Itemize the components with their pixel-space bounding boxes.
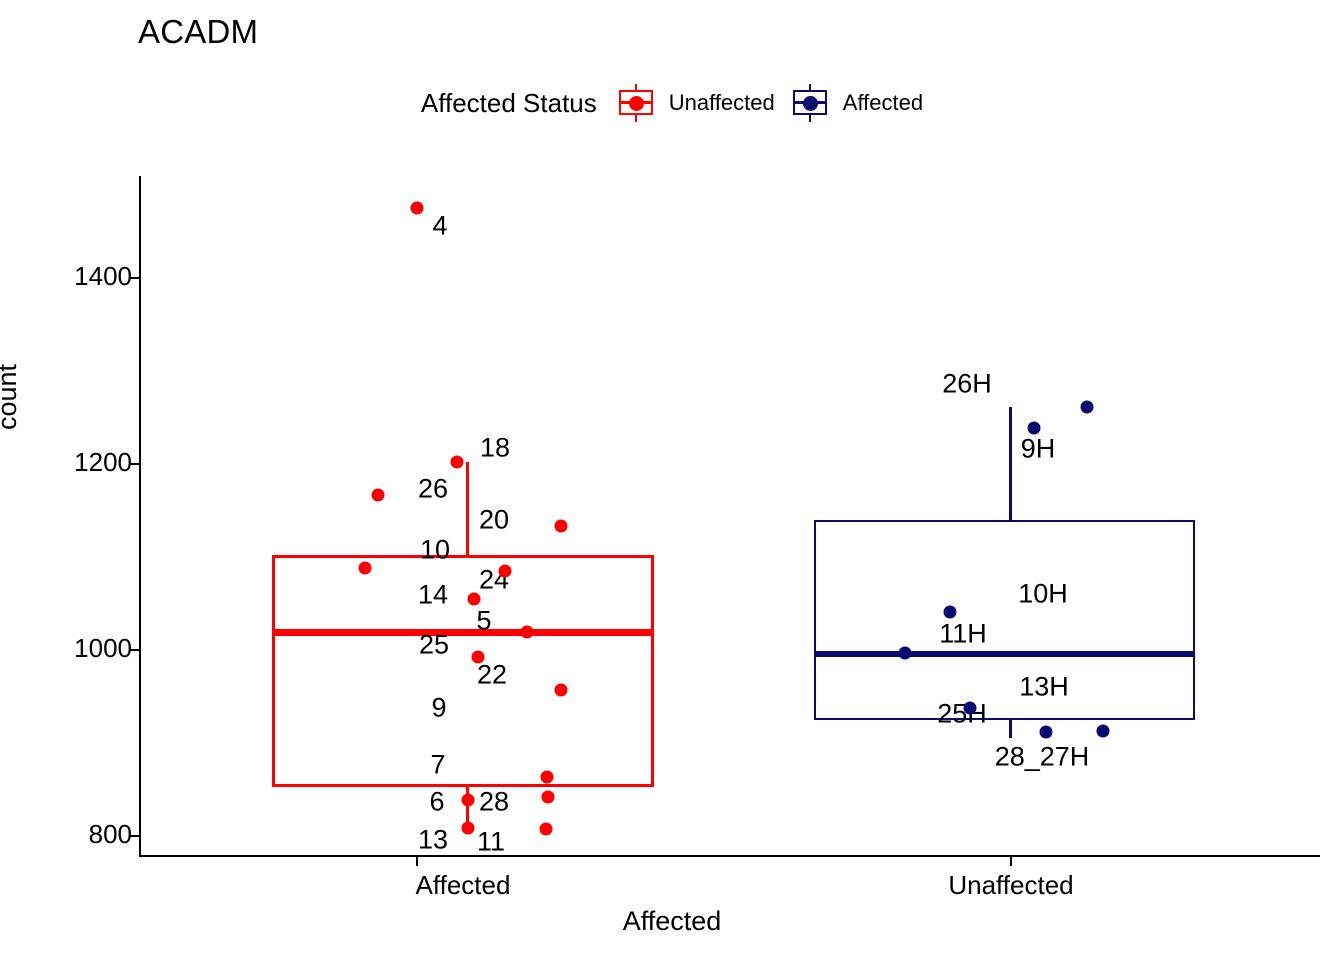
point-label-9: 9 — [431, 692, 447, 723]
point-label-25H: 25H — [937, 698, 987, 729]
y-tick-label-1400: 1400 — [74, 261, 132, 291]
legend-label-affected: Affected — [842, 90, 924, 115]
point-label-20: 20 — [478, 504, 510, 535]
point-label-28: 28 — [478, 786, 510, 817]
y-tick-800 — [130, 835, 139, 837]
boxplot-whisker-lower-affected — [466, 785, 469, 831]
legend-title: Affected Status — [420, 87, 597, 118]
data-point-red-6[interactable] — [541, 790, 555, 804]
point-label-10: 10 — [419, 534, 451, 565]
data-point-navy-26H[interactable] — [1080, 400, 1094, 414]
boxplot-median-affected — [272, 629, 654, 636]
boxplot-box-affected[interactable] — [272, 555, 654, 787]
data-point-red-5[interactable] — [520, 625, 534, 639]
legend: Affected Status Unaffected Affected — [0, 84, 1344, 122]
boxplot-median-unaffected — [814, 651, 1195, 657]
data-point-navy-10H[interactable] — [943, 605, 957, 619]
x-tick-affected — [416, 857, 418, 866]
boxplot-box-unaffected[interactable] — [814, 520, 1195, 720]
data-point-red-14[interactable] — [467, 592, 481, 606]
data-point-red-26[interactable] — [450, 455, 464, 469]
boxplot-key-red-icon — [615, 84, 659, 122]
data-point-red-13[interactable] — [461, 821, 475, 835]
boxplot-key-navy-icon — [789, 84, 833, 122]
data-point-red-25[interactable] — [471, 650, 485, 664]
point-label-7: 7 — [430, 749, 446, 780]
y-tick-label-800: 800 — [88, 819, 132, 849]
y-tick-label-1200: 1200 — [74, 447, 132, 477]
point-label-13H: 13H — [1019, 671, 1069, 702]
data-point-navy-25H[interactable] — [1039, 725, 1053, 739]
data-point-navy-13H[interactable] — [963, 701, 977, 715]
x-tick-label-affected: Affected — [415, 870, 511, 900]
data-point-red-24[interactable] — [498, 564, 512, 578]
data-point-navy-27H[interactable] — [1096, 724, 1110, 738]
y-tick-1400 — [130, 277, 139, 279]
point-label-14: 14 — [417, 579, 449, 610]
y-tick-1000 — [130, 649, 139, 651]
x-tick-label-unaffected: Unaffected — [948, 870, 1074, 900]
point-label-4: 4 — [432, 210, 448, 241]
point-label-18: 18 — [479, 432, 511, 463]
data-point-red-10[interactable] — [358, 561, 372, 575]
point-label-26: 26 — [417, 473, 449, 504]
data-point-navy-11H[interactable] — [898, 646, 912, 660]
point-label-11H: 11H — [939, 618, 987, 649]
boxplot-whisker-lower-unaffected — [1009, 720, 1012, 738]
point-label-5: 5 — [476, 605, 492, 636]
y-tick-label-1000: 1000 — [74, 633, 132, 663]
point-label-6: 6 — [429, 786, 445, 817]
y-tick-1200 — [130, 463, 139, 465]
x-axis-title: Affected — [622, 906, 722, 936]
data-point-red-28[interactable] — [539, 822, 553, 836]
data-point-red-4[interactable] — [410, 201, 424, 215]
y-axis-line — [139, 176, 141, 856]
boxplot-whisker-upper-affected — [466, 462, 469, 557]
boxplot-whisker-upper-unaffected — [1009, 407, 1012, 522]
point-label-10H: 10H — [1018, 578, 1068, 609]
point-label-22: 22 — [476, 659, 508, 690]
legend-label-unaffected: Unaffected — [668, 90, 775, 115]
x-tick-unaffected — [1010, 857, 1012, 866]
legend-entry-affected[interactable]: Affected — [789, 84, 924, 122]
point-label-25: 25 — [418, 629, 450, 660]
data-point-red-20[interactable] — [554, 519, 568, 533]
legend-entry-unaffected[interactable]: Unaffected — [615, 84, 775, 122]
x-axis-line — [139, 855, 1320, 857]
point-label-13: 13 — [417, 824, 449, 855]
point-label-11: 11 — [476, 826, 506, 857]
data-point-navy-9H[interactable] — [1027, 421, 1041, 435]
page-title: ACADM — [138, 13, 259, 50]
data-point-red-18[interactable] — [371, 488, 385, 502]
point-label-26H: 26H — [942, 368, 992, 399]
data-point-red-7[interactable] — [461, 793, 475, 807]
data-point-red-22[interactable] — [554, 683, 568, 697]
point-label-28_27H: 28_27H — [994, 741, 1090, 772]
point-label-9H: 9H — [1020, 433, 1056, 464]
data-point-red-9[interactable] — [540, 770, 554, 784]
